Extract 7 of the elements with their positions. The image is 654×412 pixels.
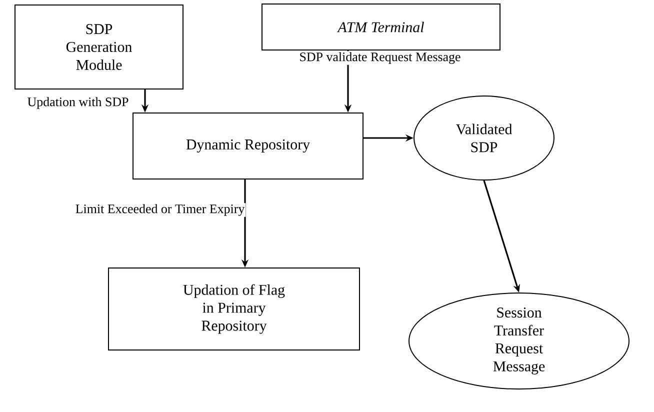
repository-box: Dynamic Repository <box>132 112 364 180</box>
edge-label: Limit Exceeded or Timer Expiry <box>76 204 245 216</box>
terminal-box: ATM Terminal <box>262 4 500 50</box>
edge-label: SDP validate Request Message <box>300 52 460 64</box>
edge-label: Updation with SDP <box>28 97 128 109</box>
repository-box: Updation of Flag in Primary Repository <box>108 268 360 350</box>
module-box: SDP Generation Module <box>14 4 184 90</box>
